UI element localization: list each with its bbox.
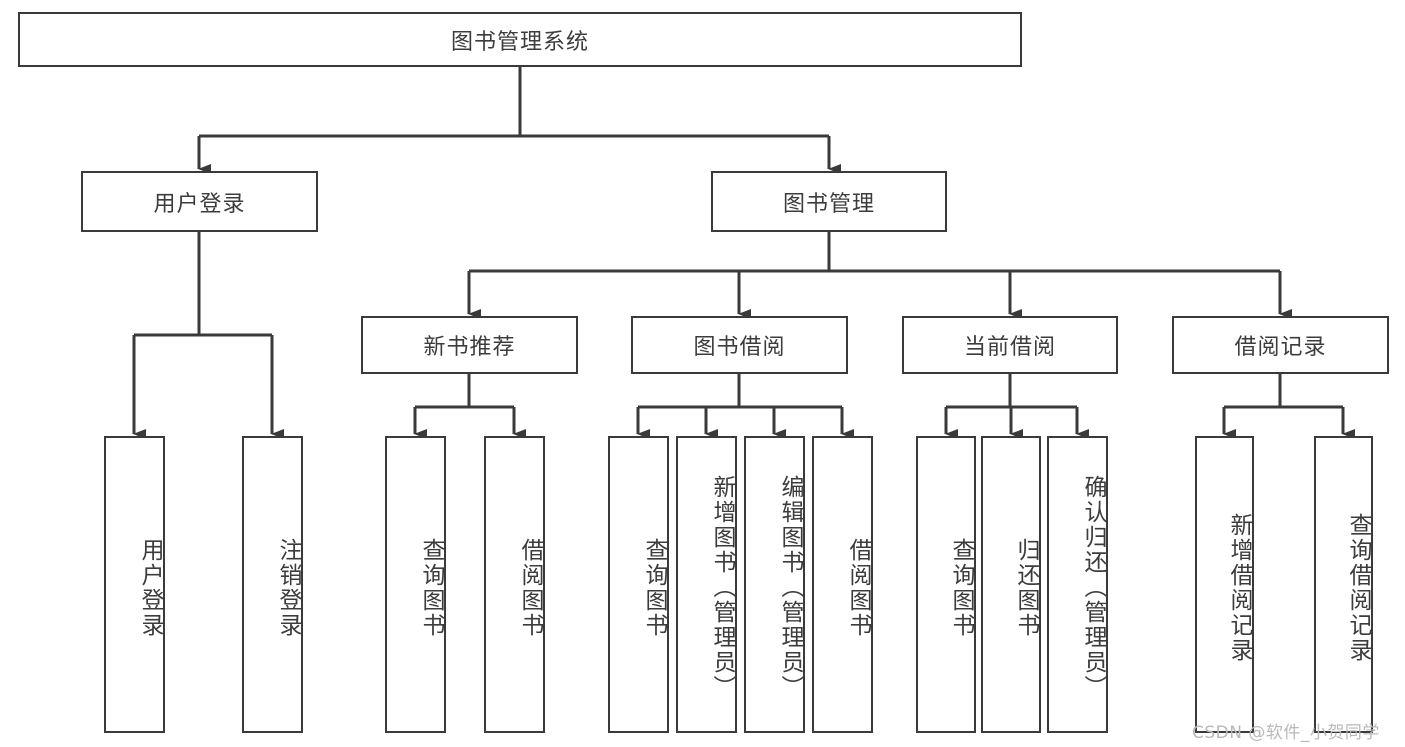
node-label: 用户登录 bbox=[137, 537, 163, 638]
node-label: 确认归还（管理员） bbox=[1080, 475, 1106, 700]
leaf-user-login[interactable]: 用户登录 bbox=[104, 436, 165, 733]
node-borrow-record[interactable]: 借阅记录 bbox=[1172, 316, 1389, 374]
node-current-borrow[interactable]: 当前借阅 bbox=[902, 316, 1118, 374]
leaf-query-book-current[interactable]: 查询图书 bbox=[916, 436, 976, 733]
node-label: 编辑图书（管理员） bbox=[777, 475, 803, 700]
node-label: 归还图书 bbox=[1013, 537, 1039, 638]
node-book-manage[interactable]: 图书管理 bbox=[711, 171, 947, 232]
node-book-borrow[interactable]: 图书借阅 bbox=[631, 316, 848, 374]
leaf-query-book-recommend[interactable]: 查询图书 bbox=[385, 436, 446, 733]
node-label: 新书推荐 bbox=[423, 335, 516, 360]
node-user-login[interactable]: 用户登录 bbox=[81, 171, 318, 232]
leaf-borrow-book[interactable]: 借阅图书 bbox=[812, 436, 873, 733]
node-label: 借阅图书 bbox=[845, 537, 871, 638]
node-label: 借阅记录 bbox=[1234, 335, 1327, 360]
node-label: 查询借阅记录 bbox=[1345, 512, 1371, 663]
leaf-edit-book[interactable]: 编辑图书（管理员） bbox=[744, 436, 805, 733]
leaf-query-borrow-record[interactable]: 查询借阅记录 bbox=[1314, 436, 1373, 733]
node-new-book-recommend[interactable]: 新书推荐 bbox=[361, 316, 578, 374]
leaf-logout[interactable]: 注销登录 bbox=[242, 436, 303, 733]
leaf-confirm-return[interactable]: 确认归还（管理员） bbox=[1047, 436, 1108, 733]
node-label: 借阅图书 bbox=[517, 537, 543, 638]
node-label: 新增借阅记录 bbox=[1226, 512, 1252, 663]
csdn-watermark: CSDN @软件_小贺同学 bbox=[1192, 723, 1380, 743]
node-label: 图书管理系统 bbox=[450, 29, 589, 55]
node-label: 注销登录 bbox=[275, 537, 301, 638]
leaf-add-borrow-record[interactable]: 新增借阅记录 bbox=[1195, 436, 1254, 733]
node-label: 查询图书 bbox=[418, 537, 444, 638]
node-label: 图书借阅 bbox=[693, 335, 786, 360]
node-label: 查询图书 bbox=[948, 537, 974, 638]
node-label: 图书管理 bbox=[782, 191, 875, 217]
node-label: 新增图书（管理员） bbox=[709, 475, 735, 700]
node-label: 用户登录 bbox=[153, 191, 246, 217]
leaf-borrow-book-recommend[interactable]: 借阅图书 bbox=[484, 436, 545, 733]
node-label: 查询图书 bbox=[641, 537, 667, 638]
leaf-add-book[interactable]: 新增图书（管理员） bbox=[676, 436, 737, 733]
leaf-query-book-borrow[interactable]: 查询图书 bbox=[608, 436, 669, 733]
node-root-system[interactable]: 图书管理系统 bbox=[18, 12, 1022, 67]
node-label: 当前借阅 bbox=[963, 335, 1056, 360]
leaf-return-book[interactable]: 归还图书 bbox=[981, 436, 1041, 733]
